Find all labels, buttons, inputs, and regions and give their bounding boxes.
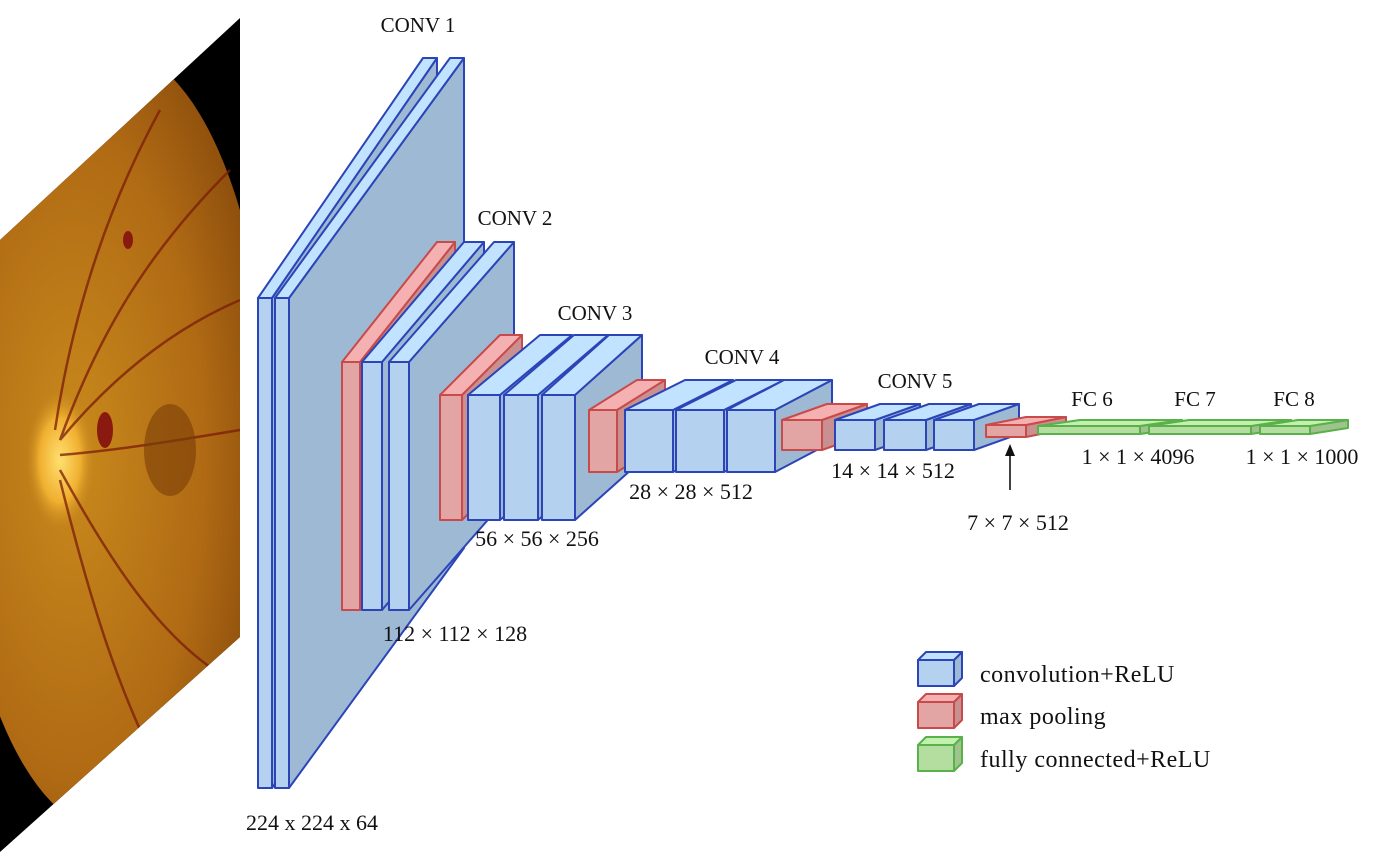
conv1-title: CONV 1 [381, 13, 456, 37]
legend: convolution+ReLU max pooling fully conne… [917, 651, 1211, 773]
fc6-title: FC 6 [1071, 387, 1112, 411]
fc8-title: FC 8 [1273, 387, 1314, 411]
legend-swatches [917, 651, 963, 772]
conv2-size-label: 112 × 112 × 128 [383, 621, 527, 646]
legend-swatch-pool [917, 693, 963, 729]
retina-fundus-image [0, 18, 240, 852]
legend-label-fc: fully connected+ReLU [980, 747, 1211, 773]
conv5-title: CONV 5 [878, 369, 953, 393]
conv2-title: CONV 2 [478, 206, 553, 230]
fc7-title: FC 7 [1174, 387, 1215, 411]
conv1-size-label: 224 x 224 x 64 [246, 810, 378, 835]
fc6-7-size-label: 1 × 1 × 4096 [1082, 444, 1195, 469]
legend-label-pool: max pooling [980, 704, 1106, 730]
pool5-size-label: 7 × 7 × 512 [967, 510, 1069, 535]
conv4-size-label: 28 × 28 × 512 [629, 479, 753, 504]
conv3-size-label: 56 × 56 × 256 [475, 526, 599, 551]
legend-swatch-fc [917, 736, 963, 772]
conv5-size-label: 14 × 14 × 512 [831, 458, 955, 483]
pool5-pointer-arrow [1005, 444, 1015, 490]
legend-label-conv: convolution+ReLU [980, 662, 1175, 688]
conv3-title: CONV 3 [558, 301, 633, 325]
fc8-layer [1259, 419, 1349, 435]
conv4-title: CONV 4 [705, 345, 780, 369]
fc8-size-label: 1 × 1 × 1000 [1246, 444, 1359, 469]
legend-swatch-conv [917, 651, 963, 687]
network-layers [257, 57, 1349, 789]
